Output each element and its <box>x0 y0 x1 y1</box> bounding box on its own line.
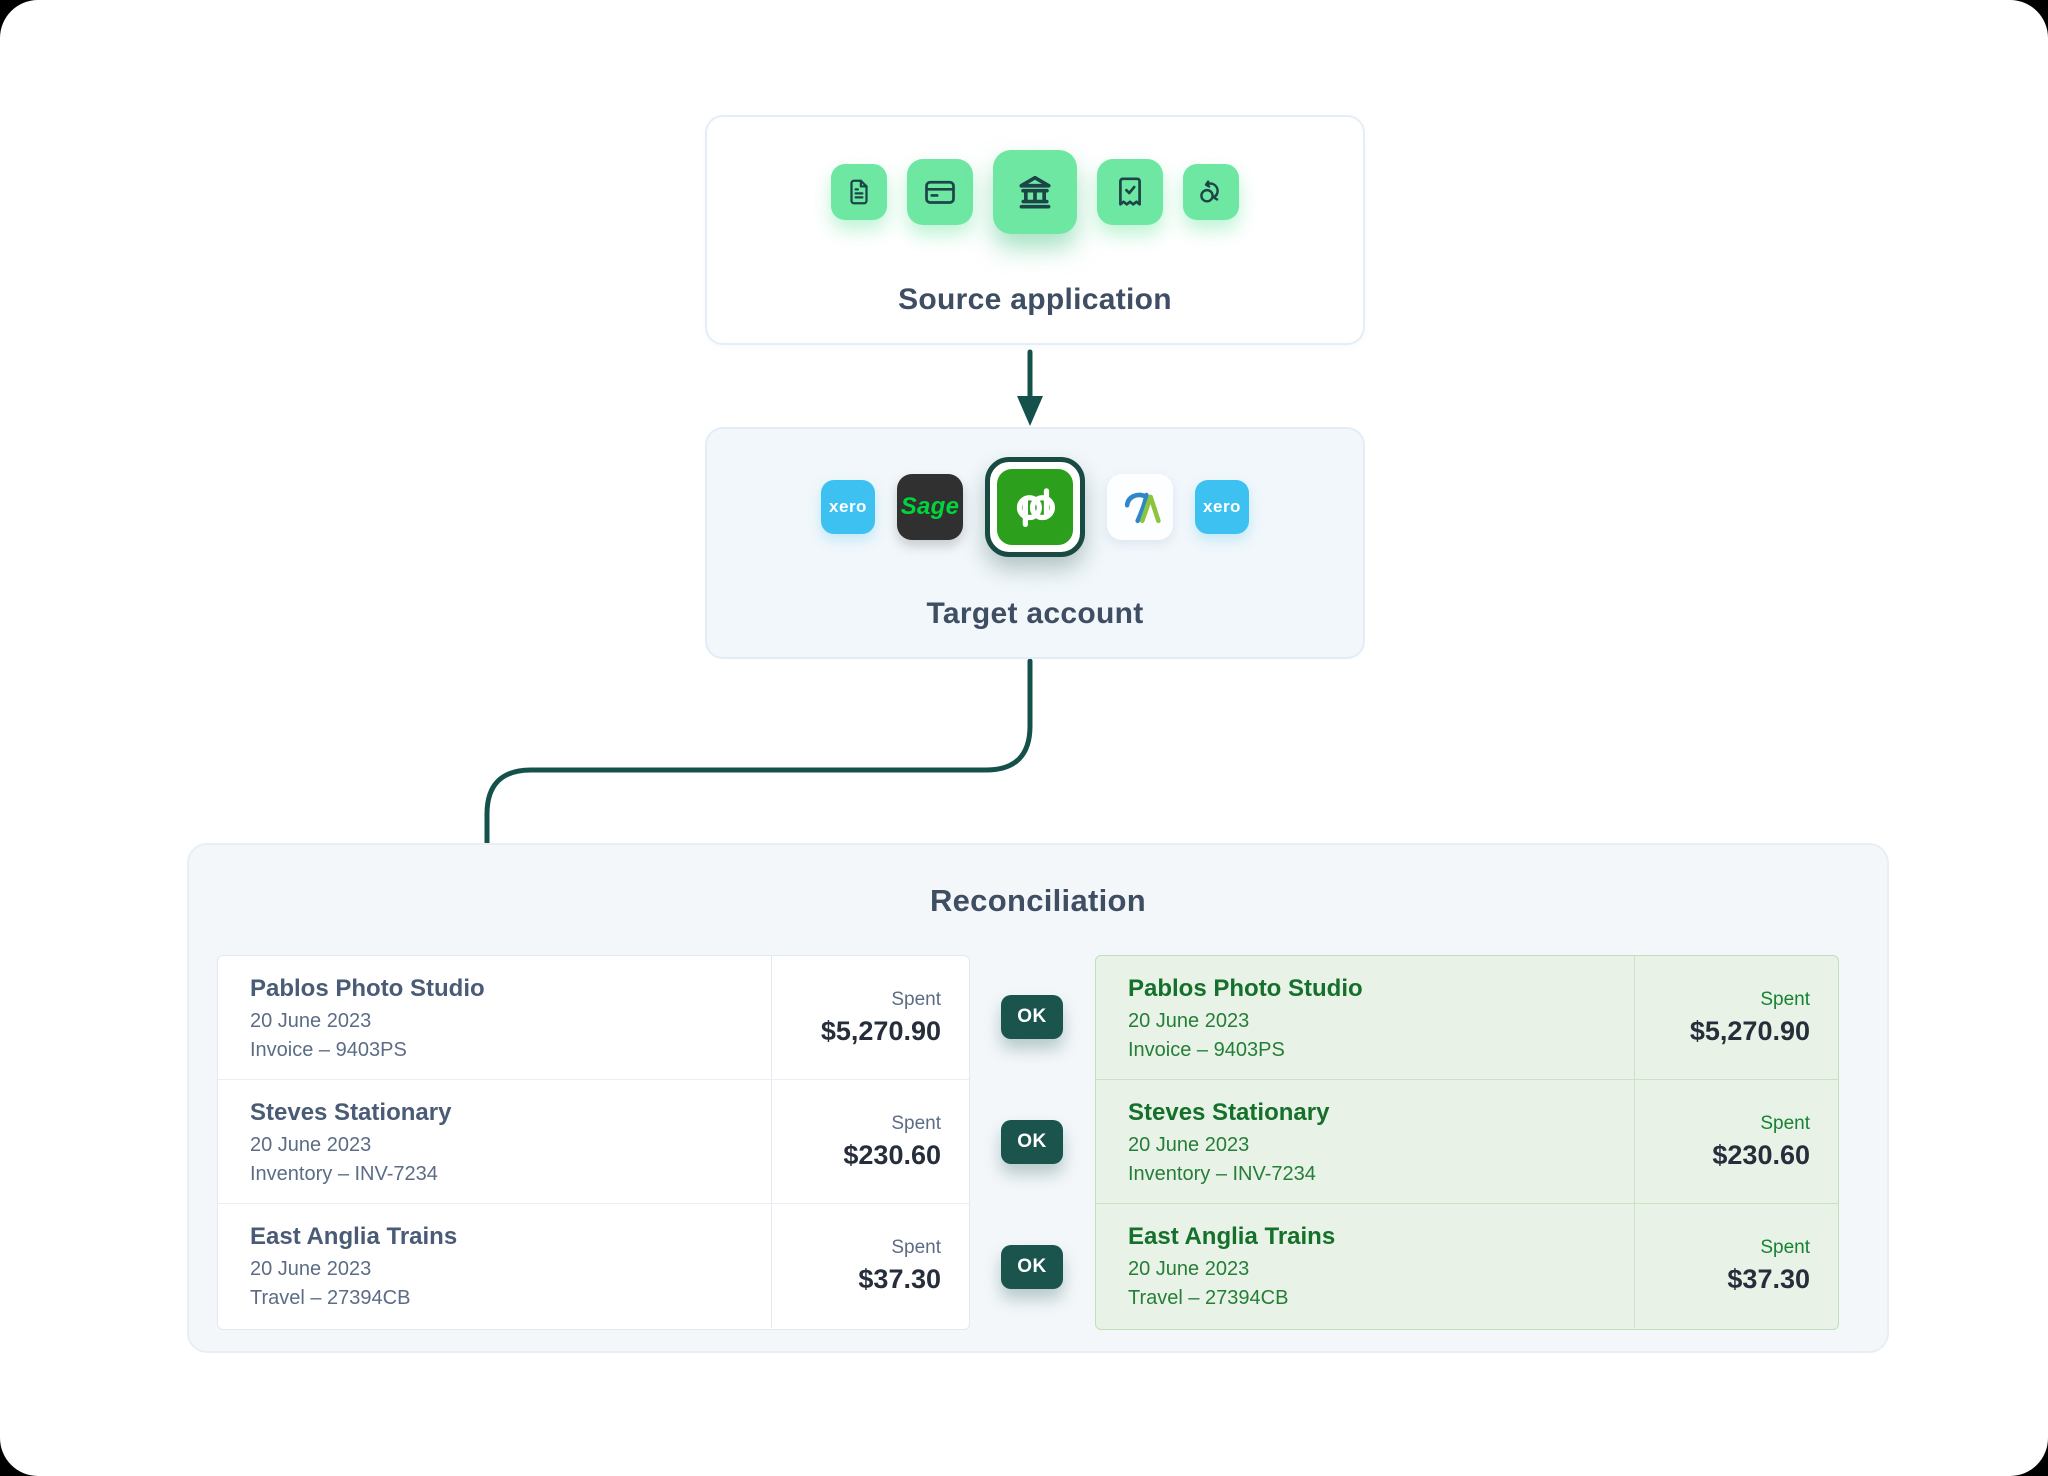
table-row: East Anglia Trains 20 June 2023 Travel –… <box>218 1204 969 1328</box>
transaction-date: 20 June 2023 <box>250 1255 771 1284</box>
target-logo-row: xero Sage <box>707 457 1363 557</box>
transaction-date: 20 June 2023 <box>250 1131 771 1160</box>
transaction-name: East Anglia Trains <box>250 1219 771 1255</box>
table-row: Steves Stationary 20 June 2023 Inventory… <box>1096 1080 1838 1204</box>
sync-icon <box>1195 176 1227 208</box>
ok-button-row-3[interactable]: OK <box>1001 1245 1063 1289</box>
bank-icon <box>1013 170 1057 214</box>
freeagent-logo <box>1117 484 1163 530</box>
credit-card-icon <box>922 174 958 210</box>
spent-label: Spent <box>891 986 941 1013</box>
spent-label: Spent <box>1760 1234 1810 1261</box>
arrow-source-to-target <box>1017 352 1043 426</box>
transaction-name: East Anglia Trains <box>1128 1219 1634 1255</box>
target-app-xero-2[interactable]: xero <box>1195 480 1249 534</box>
target-account-title: Target account <box>707 597 1363 631</box>
sage-logo: Sage <box>901 493 960 521</box>
quickbooks-tile <box>997 469 1073 545</box>
source-app-tile-card[interactable] <box>907 159 973 225</box>
source-app-tile-document[interactable] <box>831 164 887 220</box>
target-app-sage[interactable]: Sage <box>897 474 963 540</box>
target-account-card: xero Sage <box>705 427 1365 659</box>
transaction-date: 20 June 2023 <box>1128 1131 1634 1160</box>
transaction-amount: $37.30 <box>1727 1261 1810 1298</box>
transaction-reference: Travel – 27394CB <box>250 1284 771 1313</box>
matched-transactions-table: Pablos Photo Studio 20 June 2023 Invoice… <box>1095 955 1839 1330</box>
quickbooks-qb-logo <box>1004 476 1066 538</box>
receipt-check-icon <box>1112 174 1148 210</box>
transaction-reference: Invoice – 9403PS <box>250 1036 771 1065</box>
transaction-reference: Travel – 27394CB <box>1128 1284 1634 1313</box>
table-row: East Anglia Trains 20 June 2023 Travel –… <box>1096 1204 1838 1328</box>
target-app-freeagent[interactable] <box>1107 474 1173 540</box>
target-app-quickbooks-selected[interactable] <box>985 457 1085 557</box>
xero-logo: xero <box>829 497 867 517</box>
source-application-card: Source application <box>705 115 1365 345</box>
transaction-amount: $230.60 <box>843 1137 941 1174</box>
spent-label: Spent <box>1760 986 1810 1013</box>
transaction-date: 20 June 2023 <box>250 1007 771 1036</box>
reconciliation-title: Reconciliation <box>189 883 1887 919</box>
xero-logo: xero <box>1203 497 1241 517</box>
table-row: Pablos Photo Studio 20 June 2023 Invoice… <box>1096 956 1838 1080</box>
transaction-date: 20 June 2023 <box>1128 1007 1634 1036</box>
transaction-name: Steves Stationary <box>250 1095 771 1131</box>
table-row: Pablos Photo Studio 20 June 2023 Invoice… <box>218 956 969 1080</box>
source-transactions-table: Pablos Photo Studio 20 June 2023 Invoice… <box>217 955 970 1330</box>
transaction-name: Pablos Photo Studio <box>1128 971 1634 1007</box>
transaction-amount: $37.30 <box>858 1261 941 1298</box>
transaction-amount: $5,270.90 <box>821 1013 941 1050</box>
source-application-title: Source application <box>707 283 1363 317</box>
transaction-reference: Inventory – INV-7234 <box>1128 1160 1634 1189</box>
transaction-name: Pablos Photo Studio <box>250 971 771 1007</box>
target-app-xero-1[interactable]: xero <box>821 480 875 534</box>
spent-label: Spent <box>1760 1110 1810 1137</box>
table-row: Steves Stationary 20 June 2023 Inventory… <box>218 1080 969 1204</box>
source-app-tile-receipt[interactable] <box>1097 159 1163 225</box>
spent-label: Spent <box>891 1110 941 1137</box>
source-icon-row <box>707 150 1363 234</box>
transaction-amount: $5,270.90 <box>1690 1013 1810 1050</box>
file-document-icon <box>844 177 874 207</box>
source-app-tile-bank[interactable] <box>993 150 1077 234</box>
source-app-tile-sync[interactable] <box>1183 164 1239 220</box>
transaction-amount: $230.60 <box>1712 1137 1810 1174</box>
reconciliation-card: Reconciliation Pablos Photo Studio 20 Ju… <box>187 843 1889 1353</box>
transaction-reference: Invoice – 9403PS <box>1128 1036 1634 1065</box>
spent-label: Spent <box>891 1234 941 1261</box>
ok-button-row-1[interactable]: OK <box>1001 995 1063 1039</box>
ok-button-row-2[interactable]: OK <box>1001 1120 1063 1164</box>
transaction-reference: Inventory – INV-7234 <box>250 1160 771 1189</box>
transaction-date: 20 June 2023 <box>1128 1255 1634 1284</box>
transaction-name: Steves Stationary <box>1128 1095 1634 1131</box>
